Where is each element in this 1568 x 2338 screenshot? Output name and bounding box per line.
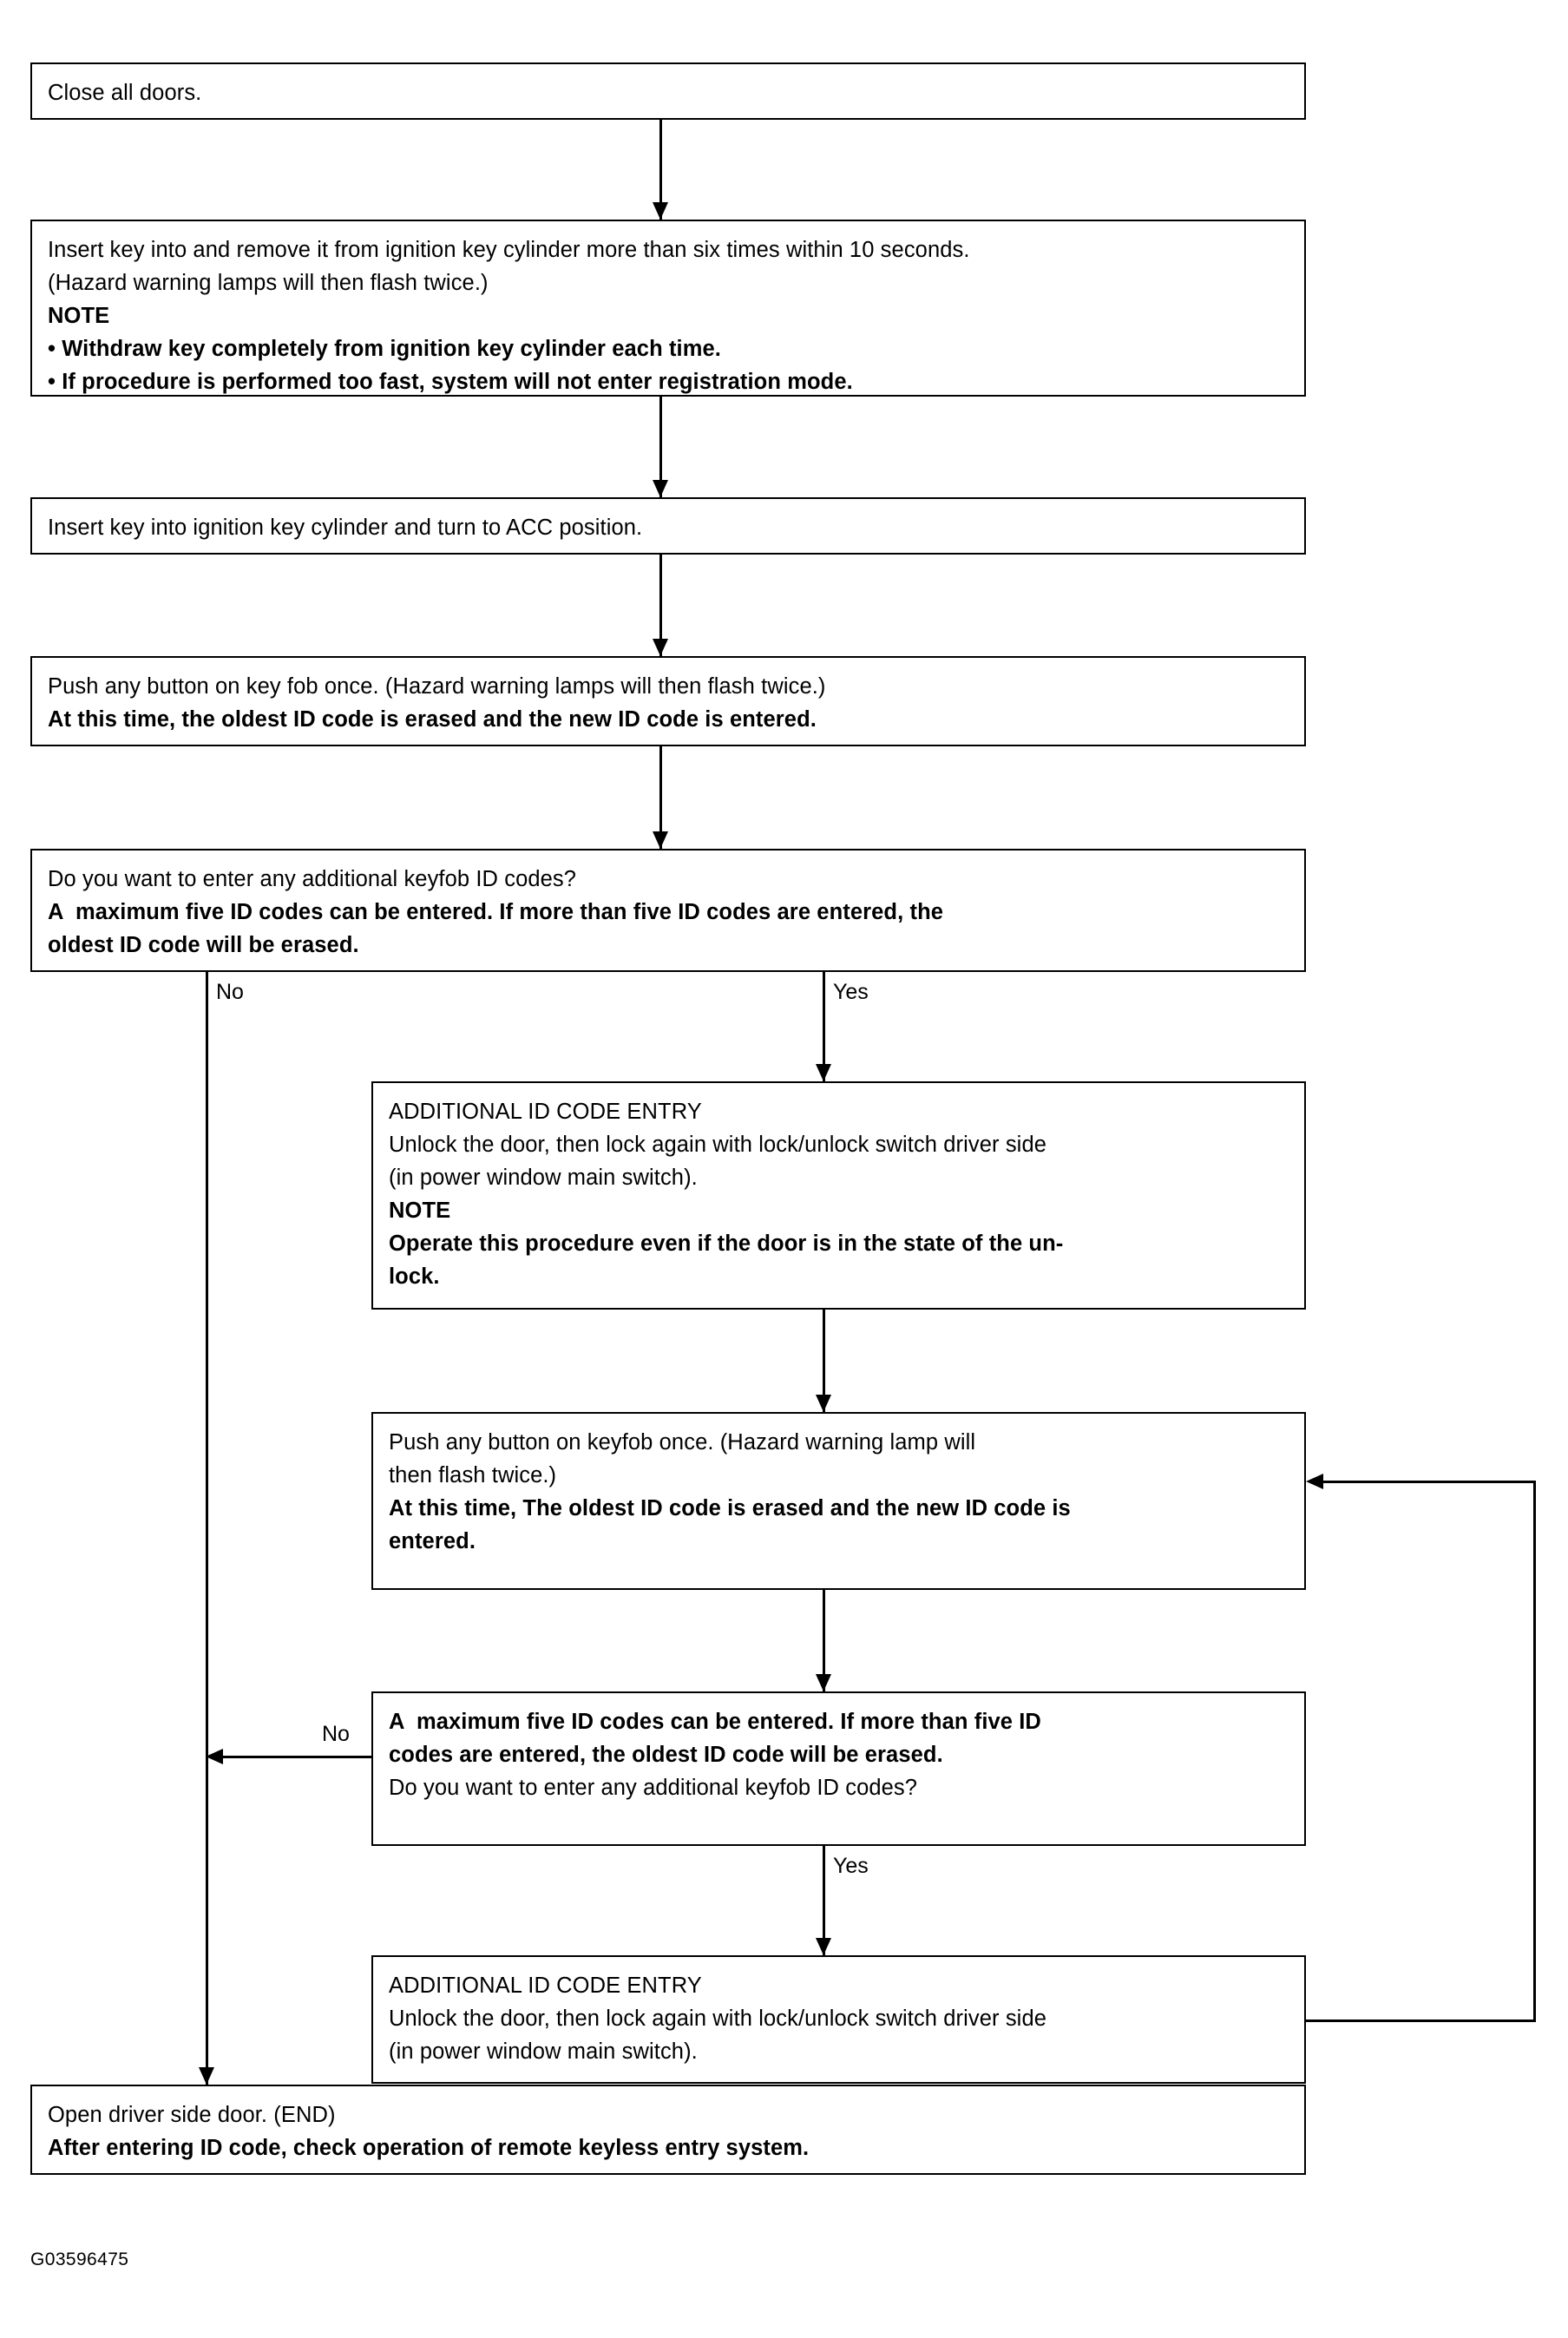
- flow-box-line: Unlock the door, then lock again with lo…: [389, 1133, 1047, 1157]
- branch-label-no-2: No: [322, 1722, 350, 1746]
- flow-box-turn-to-acc: Insert key into ignition key cylinder an…: [30, 497, 1306, 555]
- flow-box-line: Do you want to enter any additional keyf…: [389, 1776, 918, 1800]
- arrowhead-down: [653, 480, 668, 497]
- flow-box-additional-id-code-entry-2: ADDITIONAL ID CODE ENTRY Unlock the door…: [371, 1955, 1306, 2084]
- flow-box-line: then flash twice.): [389, 1463, 557, 1488]
- flow-box-line: Close all doors.: [48, 81, 202, 105]
- flow-box-heading: ADDITIONAL ID CODE ENTRY: [389, 1974, 702, 1998]
- arrowhead-down: [653, 831, 668, 849]
- arrowhead-down: [199, 2067, 214, 2085]
- flow-box-line: codes are entered, the oldest ID code wi…: [389, 1743, 943, 1767]
- connector-loopback-right-rail: [1533, 1481, 1536, 2022]
- flow-box-note-bullet: • If procedure is performed too fast, sy…: [48, 370, 853, 394]
- flow-box-line: Insert key into and remove it from ignit…: [48, 238, 970, 262]
- connector-yes-branch-1: [823, 972, 825, 1081]
- flow-box-push-key-fob-once: Push any button on key fob once. (Hazard…: [30, 656, 1306, 746]
- arrowhead-down: [816, 1395, 831, 1412]
- flow-box-line: entered.: [389, 1529, 476, 1553]
- flow-box-line: Unlock the door, then lock again with lo…: [389, 2006, 1047, 2031]
- flow-box-line: (Hazard warning lamps will then flash tw…: [48, 271, 489, 295]
- flow-box-line: At this time, the oldest ID code is eras…: [48, 707, 817, 732]
- flow-box-line: Push any button on key fob once. (Hazard…: [48, 674, 826, 699]
- arrowhead-down: [816, 1938, 831, 1955]
- flow-box-line: A maximum five ID codes can be entered. …: [389, 1710, 1041, 1734]
- flow-box-note-bullet: • Withdraw key completely from ignition …: [48, 337, 721, 361]
- connector-close-doors-to-insert-key: [659, 120, 662, 220]
- flow-box-decision-additional-codes-2: A maximum five ID codes can be entered. …: [371, 1691, 1306, 1846]
- flow-box-line: (in power window main switch).: [389, 1166, 698, 1190]
- flow-box-line: After entering ID code, check operation …: [48, 2136, 810, 2160]
- flow-box-line: Open driver side door. (END): [48, 2103, 336, 2127]
- flow-box-additional-id-code-entry-1: ADDITIONAL ID CODE ENTRY Unlock the door…: [371, 1081, 1306, 1310]
- flow-box-insert-remove-key: Insert key into and remove it from ignit…: [30, 220, 1306, 397]
- arrowhead-down: [816, 1674, 831, 1691]
- arrowhead-down: [653, 639, 668, 656]
- flow-box-push-keyfob-once-2: Push any button on keyfob once. (Hazard …: [371, 1412, 1306, 1590]
- connector-push-keyfob2-to-decision-2: [823, 1590, 825, 1691]
- flow-box-line: Push any button on keyfob once. (Hazard …: [389, 1430, 976, 1455]
- branch-label-yes-2: Yes: [833, 1854, 869, 1878]
- connector-acc-to-push-key-fob: [659, 555, 662, 656]
- figure-id-label: G03596475: [30, 2249, 129, 2269]
- connector-loopback-top: [1315, 1481, 1536, 1483]
- arrowhead-left: [1306, 1474, 1323, 1489]
- flow-box-line: Operate this procedure even if the door …: [389, 1231, 1064, 1256]
- arrowhead-down: [653, 202, 668, 220]
- branch-label-no-1: No: [216, 980, 244, 1004]
- connector-no-branch-2: [215, 1756, 371, 1758]
- flow-box-line: Do you want to enter any additional keyf…: [48, 867, 577, 891]
- flow-box-line: (in power window main switch).: [389, 2039, 698, 2064]
- flow-box-note-heading: NOTE: [389, 1199, 451, 1223]
- flow-box-heading: ADDITIONAL ID CODE ENTRY: [389, 1100, 702, 1124]
- connector-yes-branch-2: [823, 1846, 825, 1955]
- flow-box-line: At this time, The oldest ID code is eras…: [389, 1496, 1071, 1520]
- flow-box-close-all-doors: Close all doors.: [30, 62, 1306, 120]
- connector-insert-key-to-acc: [659, 397, 662, 497]
- connector-entry1-to-push-keyfob-2: [823, 1310, 825, 1412]
- arrowhead-down: [816, 1064, 831, 1081]
- connector-push-fob-to-decision-1: [659, 746, 662, 849]
- connector-loopback-bottom: [1306, 2019, 1536, 2022]
- connector-no-branch-rail: [206, 972, 208, 2085]
- flow-box-decision-additional-codes-1: Do you want to enter any additional keyf…: [30, 849, 1306, 972]
- flow-box-line: lock.: [389, 1264, 440, 1289]
- flow-box-note-heading: NOTE: [48, 304, 110, 328]
- branch-label-yes-1: Yes: [833, 980, 869, 1004]
- arrowhead-left: [206, 1749, 223, 1764]
- flow-box-open-driver-side-door-end: Open driver side door. (END) After enter…: [30, 2085, 1306, 2175]
- flow-box-line: A maximum five ID codes can be entered. …: [48, 900, 944, 924]
- flow-box-line: Insert key into ignition key cylinder an…: [48, 516, 643, 540]
- flow-box-line: oldest ID code will be erased.: [48, 933, 359, 957]
